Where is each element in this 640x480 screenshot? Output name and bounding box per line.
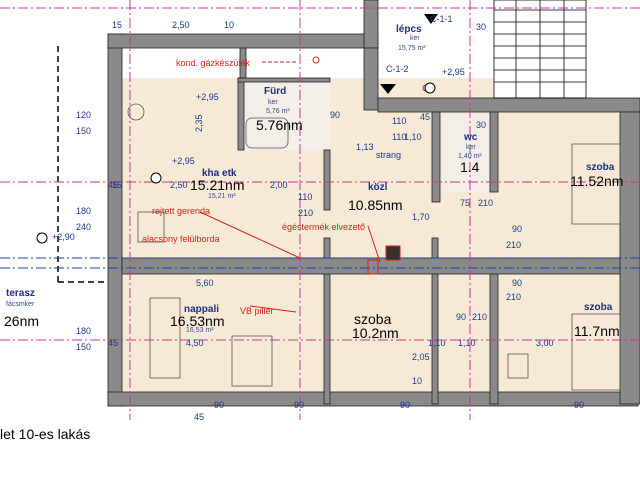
axis-lines bbox=[0, 0, 640, 420]
room-sub-lepcs: ker bbox=[410, 35, 420, 42]
room-big-kozl: 10.85nm bbox=[348, 197, 402, 213]
dim-label: 2,50 bbox=[172, 20, 190, 30]
dim-label: 210 bbox=[298, 208, 313, 218]
room-name-szoba1: szoba bbox=[586, 162, 615, 173]
dim-label: 90 bbox=[214, 400, 224, 410]
room-area-nappali: 16,53 m² bbox=[186, 327, 214, 334]
level-label-3: +2,95 bbox=[172, 156, 195, 166]
room-area-wc: 1,40 m² bbox=[458, 153, 482, 160]
note-egesterm: égéstermék elvezető bbox=[282, 222, 365, 232]
dim-label: 210 bbox=[472, 312, 487, 322]
dim-label: 90 bbox=[456, 312, 466, 322]
strang-label: strang bbox=[376, 150, 401, 160]
room-name-lepcs: lépcs bbox=[396, 24, 422, 35]
room-big-terasz: 26nm bbox=[4, 313, 39, 329]
dim-label: 90 bbox=[400, 400, 410, 410]
room-big-szoba2: 11.7nm bbox=[574, 323, 620, 339]
staircase bbox=[493, 0, 587, 99]
dim-label: 90 bbox=[512, 224, 522, 234]
dim-label: 45 bbox=[194, 412, 204, 422]
terrace-outline bbox=[57, 46, 108, 283]
dim-label: 15 bbox=[112, 20, 122, 30]
dim-label: 1,70 bbox=[412, 212, 430, 222]
dim-label: 2,05 bbox=[412, 352, 430, 362]
room-big-szoba3-line1: szoba bbox=[354, 311, 392, 327]
terasz-label-bg bbox=[0, 310, 60, 332]
dim-label: 90 bbox=[574, 400, 584, 410]
dim-label: 90 bbox=[294, 400, 304, 410]
dim-label: 110 bbox=[392, 132, 406, 142]
dim-label: 180 bbox=[76, 326, 91, 336]
room-sub-wc: ker bbox=[466, 144, 476, 151]
dim-label: 45 bbox=[108, 338, 118, 348]
dim-label: 10 bbox=[412, 376, 422, 386]
dim-label: 90 bbox=[330, 110, 340, 120]
dim-label: 150 bbox=[76, 126, 91, 136]
room-name-szoba2: szoba bbox=[584, 302, 613, 313]
dim-label: 1,10 bbox=[458, 338, 476, 348]
room-area-lepcs: 15,75 m² bbox=[398, 45, 426, 52]
dim-label: 1,13 bbox=[356, 142, 374, 152]
room-sub-furd: ker bbox=[268, 99, 278, 106]
dim-label: 2,35 bbox=[194, 114, 204, 132]
dim-label: 210 bbox=[506, 292, 521, 302]
dimension-labels: 15 2,50 10 120 150 2,35 15 2,50 2,00 180… bbox=[76, 20, 584, 422]
dim-label: 1,10 bbox=[428, 338, 446, 348]
level-label-4: +2,90 bbox=[52, 232, 75, 242]
walls bbox=[107, 0, 640, 407]
dim-label: 30 bbox=[476, 120, 486, 130]
dim-label: 110 bbox=[392, 116, 406, 126]
dim-label: 2,00 bbox=[270, 180, 288, 190]
level-markers bbox=[36, 14, 438, 244]
dim-label: 3,00 bbox=[536, 338, 554, 348]
note-rejtett: rejtett gerenda bbox=[152, 206, 210, 216]
room-name-khaetk: kha etk bbox=[202, 168, 237, 179]
level-label-1: +2,95 bbox=[442, 67, 465, 77]
room-name-terasz: terasz bbox=[6, 288, 35, 299]
room-big-szoba3-line2: 10.2nm bbox=[352, 325, 399, 341]
room-big-wc: 1.4 bbox=[460, 159, 480, 175]
cut-label-c12: C-1-2 bbox=[386, 64, 409, 74]
dim-label: 75 bbox=[460, 198, 470, 208]
room-name-furd: Fürd bbox=[264, 86, 286, 97]
dim-label: 30 bbox=[476, 22, 486, 32]
plan-caption: let 10-es lakás bbox=[0, 426, 91, 442]
dim-label: 150 bbox=[76, 342, 91, 352]
dim-label: 2,50 bbox=[170, 180, 188, 190]
note-vb: VB pillér bbox=[240, 306, 274, 316]
dim-label: 110 bbox=[298, 192, 312, 202]
room-big-nappali: 16.53nm bbox=[170, 313, 224, 329]
room-big-khaetk: 15.21nm bbox=[190, 177, 244, 193]
dim-label: 90 bbox=[512, 278, 522, 288]
cut-label-c11: C-1-1 bbox=[430, 14, 453, 24]
room-sub-terasz: fácsmker bbox=[6, 301, 35, 308]
dim-label: 210 bbox=[478, 198, 493, 208]
room-name-kozl: közl bbox=[368, 182, 388, 193]
note-alacsony: alacsony felülborda bbox=[142, 234, 220, 244]
note-kond: kond. gázkészülék bbox=[176, 58, 251, 68]
dim-label: 4,50 bbox=[186, 338, 204, 348]
level-label-2: +2,95 bbox=[196, 92, 219, 102]
room-big-furd: 5.76nm bbox=[256, 117, 303, 133]
dim-label: 120 bbox=[76, 110, 91, 120]
dim-label: 45 bbox=[420, 112, 430, 122]
room-area-furd: 5,76 m² bbox=[266, 108, 290, 115]
fixtures bbox=[127, 103, 621, 391]
dim-label: 15 bbox=[112, 180, 122, 190]
room-name-wc: wc bbox=[463, 132, 478, 143]
room-big-szoba1: 11.52nm bbox=[570, 173, 623, 189]
dim-label: 45 bbox=[108, 180, 118, 190]
dim-label: 180 bbox=[76, 206, 91, 216]
dim-label: 10 bbox=[224, 20, 234, 30]
dim-label: 210 bbox=[506, 240, 521, 250]
dim-label: 240 bbox=[76, 222, 91, 232]
dim-label: 1,10 bbox=[404, 132, 422, 142]
room-area-khaetk: 15,21 m² bbox=[208, 193, 236, 200]
room-name-nappali: nappali bbox=[184, 304, 219, 315]
dim-label: 5,60 bbox=[196, 278, 214, 288]
